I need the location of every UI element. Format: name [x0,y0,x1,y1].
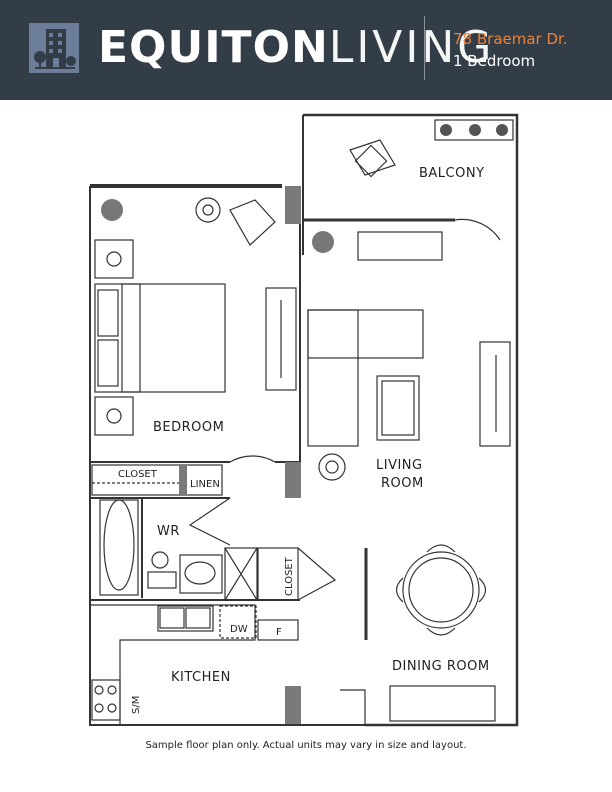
label-closet: CLOSET [118,469,158,480]
brand-bold: EQUITON [98,22,329,73]
unit-type: 1 Bedroom [453,52,536,70]
header-divider [424,16,425,80]
label-linen: LINEN [190,479,220,490]
brand-light: LIVING [328,22,495,73]
label-fridge: F [276,627,282,638]
label-balcony: BALCONY [419,166,485,181]
label-living: LIVING [376,458,423,473]
label-closet-hall: CLOSET [284,556,295,596]
label-wr: WR [157,524,180,539]
floor-plan: BALCONY BEDROOM CLOSET LINEN WR LIVING R… [89,113,519,727]
label-room: ROOM [381,476,424,491]
label-dw: DW [230,624,248,635]
footnote: Sample floor plan only. Actual units may… [145,740,467,751]
label-dining: DINING ROOM [392,659,490,674]
label-sm: S/M [131,696,142,714]
label-kitchen: KITCHEN [171,670,231,685]
building-trees-icon [29,23,79,73]
label-bedroom: BEDROOM [153,420,224,435]
address: 78 Braemar Dr. [453,30,568,48]
